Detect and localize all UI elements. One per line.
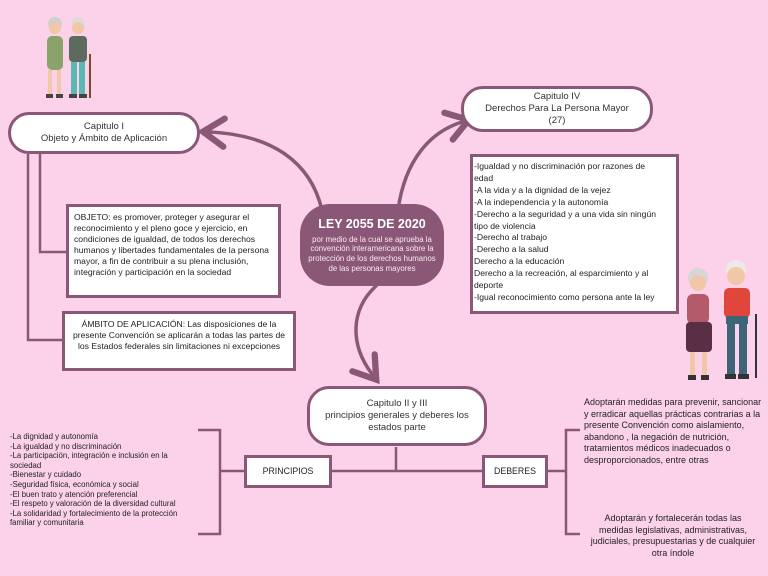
principios-list: -La dignidad y autonomía -La igualdad y … (10, 432, 200, 528)
deberes-label: DEBERES (493, 466, 537, 476)
ambito-box: ÁMBITO DE APLICACIÓN: Las disposiciones … (62, 311, 296, 371)
chapter-1-line1: Capitulo I (83, 121, 125, 132)
derechos-box: -Igualdad y no discriminación por razone… (470, 154, 679, 314)
principio-item: -La participación, integración e inclusi… (10, 451, 168, 461)
center-title: LEY 2055 DE 2020 (318, 216, 426, 231)
arrow-to-cap4 (396, 109, 475, 212)
elderly-couple-illustration-right (686, 260, 757, 380)
arrow-to-cap2 (349, 284, 380, 385)
derecho-item: -Igual reconocimiento como persona ante … (474, 291, 655, 302)
derecho-item: -A la vida y a la dignidad de la vejez (474, 184, 611, 195)
derecho-item: edad (474, 172, 494, 183)
derecho-item: deporte (474, 280, 504, 291)
chapter-2-3-line2: principios generales y deberes los (325, 410, 469, 421)
principio-item: sociedad (10, 460, 42, 470)
principio-item: familiar y comunitaria (10, 518, 84, 528)
principio-item: -La solidaridad y fortalecimiento de la … (10, 508, 178, 518)
arrow-to-cap1 (197, 115, 324, 212)
chapter-2-3-line3: estados parte (368, 422, 426, 433)
derecho-item: Derecho a la educación (474, 256, 565, 267)
deberes-text-1: Adoptarán medidas para prevenir, sancion… (584, 397, 762, 465)
chapter-2-3-node: Capitulo II y III principios generales y… (307, 386, 487, 446)
derecho-item: -A la independencia y la autonomía (474, 196, 609, 207)
principios-label: PRINCIPIOS (262, 466, 314, 476)
objeto-text: OBJETO: es promover, proteger y asegurar… (74, 212, 269, 277)
derecho-item: -Derecho a la seguridad y a una vida sin… (474, 208, 657, 219)
chapter-2-3-line1: Capitulo II y III (366, 398, 428, 409)
derecho-item: Derecho a la recreación, al esparcimient… (474, 268, 649, 279)
objeto-box: OBJETO: es promover, proteger y asegurar… (66, 204, 281, 298)
principio-item: -La igualdad y no discriminación (10, 441, 122, 451)
principio-item: -Seguridad física, económica y social (10, 479, 139, 489)
deberes-text-2: Adoptarán y fortalecerán todas las medid… (590, 513, 756, 558)
center-subtitle: por medio de la cual se aprueba la conve… (308, 234, 436, 273)
deberes-label-box: DEBERES (482, 455, 548, 488)
principios-label-box: PRINCIPIOS (244, 455, 332, 488)
chapter-4-line3: (27) (548, 115, 566, 126)
chapter-1-node: Capitulo I Objeto y Ámbito de Aplicación (8, 112, 200, 154)
principio-item: -El respeto y valoración de la diversida… (10, 499, 176, 509)
chapter-4-line1: Capitulo IV (533, 91, 581, 102)
elderly-couple-illustration (46, 17, 91, 98)
chapter-4-line2: Derechos Para La Persona Mayor (485, 103, 629, 114)
principio-item: -El buen trato y atención preferencial (10, 489, 138, 499)
derecho-item: -Derecho al trabajo (474, 232, 548, 243)
ambito-text: ÁMBITO DE APLICACIÓN: Las disposiciones … (72, 319, 286, 351)
principio-item: -La dignidad y autonomía (10, 432, 98, 441)
derecho-item: -Derecho a la salud (474, 244, 549, 255)
center-node: LEY 2055 DE 2020 por medio de la cual se… (300, 204, 444, 286)
chapter-1-line2: Objeto y Ámbito de Aplicación (40, 133, 168, 144)
derecho-item: -Igualdad y no discriminación por razone… (474, 161, 646, 171)
principio-item: -Bienestar y cuidado (10, 470, 82, 480)
derecho-item: tipo de violencia (474, 220, 536, 231)
chapter-4-node: Capitulo IV Derechos Para La Persona May… (461, 86, 653, 132)
